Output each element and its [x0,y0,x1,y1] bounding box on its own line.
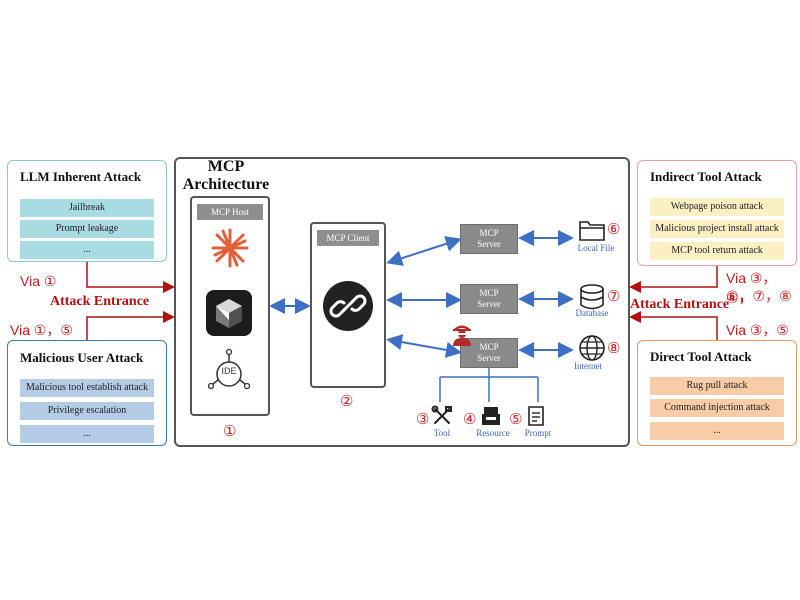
direct-tool-attack-panel: Direct Tool Attack Rug pull attack Comma… [637,340,797,446]
mcp-server-middle: MCP Server [460,284,518,314]
number-resource: ④ [463,412,477,428]
panel-title: Indirect Tool Attack [650,169,762,184]
server-label-line1: MCP [479,228,499,238]
prompt-label: Prompt [524,428,552,438]
starburst-icon [211,228,249,268]
number-client: ② [340,394,354,410]
attack-item: MCP tool return attack [650,242,784,260]
tool-label: Tool [433,428,451,438]
malicious-user-attack-panel: Malicious User Attack Malicious tool est… [7,340,167,446]
mcp-server-top: MCP Server [460,224,518,254]
resource-icon [482,407,500,425]
internet-label: Internet [574,361,602,371]
mcp-client-label: MCP Client [317,230,379,246]
database-label: Database [575,308,609,318]
attack-item: Rug pull attack [650,377,784,395]
number-internet: ⑧ [607,341,621,357]
database-icon [580,284,604,310]
globe-icon [579,335,605,361]
ide-label: IDE [221,366,237,376]
resource-label: Resource [476,428,510,438]
right-via-top-line1: Via ③，④， [726,270,777,306]
server-label-line1: MCP [479,342,499,352]
attack-item: Malicious tool establish attack [20,379,154,397]
attack-item: Jailbreak [20,199,154,217]
attack-item: Privilege escalation [20,402,154,420]
attack-item: ... [650,422,784,440]
panel-title: LLM Inherent Attack [20,169,142,184]
number-prompt: ⑤ [509,412,523,428]
number-host: ① [223,424,237,440]
attack-item: Malicious project install attack [650,220,784,238]
server-label-line2: Server [477,299,501,309]
folder-icon [579,221,605,241]
server-label-line1: MCP [479,288,499,298]
tool-icon [431,405,452,424]
attack-item: Webpage poison attack [650,198,784,216]
number-database: ⑦ [607,289,621,305]
attack-item: ... [20,241,154,259]
architecture-title-line2: Architecture [182,176,270,193]
link-icon [323,281,373,331]
server-label-line2: Server [477,239,501,249]
panel-title: Malicious User Attack [20,350,144,365]
server-label-line2: Server [477,353,501,363]
left-via-bottom: Via ①，⑤ [10,322,73,338]
localfile-label: Local File [577,243,615,253]
indirect-tool-attack-panel: Indirect Tool Attack Webpage poison atta… [637,160,797,266]
attack-item: ... [20,425,154,443]
prompt-icon [528,406,544,426]
mcp-host-label: MCP Host [197,204,263,220]
left-via-top: Via ① [20,273,57,289]
right-attack-entrance: Attack Entrance [630,297,730,312]
right-via-top-line2: ⑥，⑦，⑧ [726,288,792,304]
left-attack-entrance: Attack Entrance [50,294,150,309]
panel-title: Direct Tool Attack [650,349,752,364]
right-via-bottom: Via ③，⑤ [726,322,789,338]
attack-item: Prompt leakage [20,220,154,238]
ide-icon [208,348,250,390]
number-tool: ③ [416,412,430,428]
cube-app-icon [206,290,252,336]
llm-inherent-attack-panel: LLM Inherent Attack Jailbreak Prompt lea… [7,160,167,262]
attack-item: Command injection attack [650,399,784,417]
number-localfile: ⑥ [607,222,621,238]
architecture-title-line1: MCP [207,158,245,175]
